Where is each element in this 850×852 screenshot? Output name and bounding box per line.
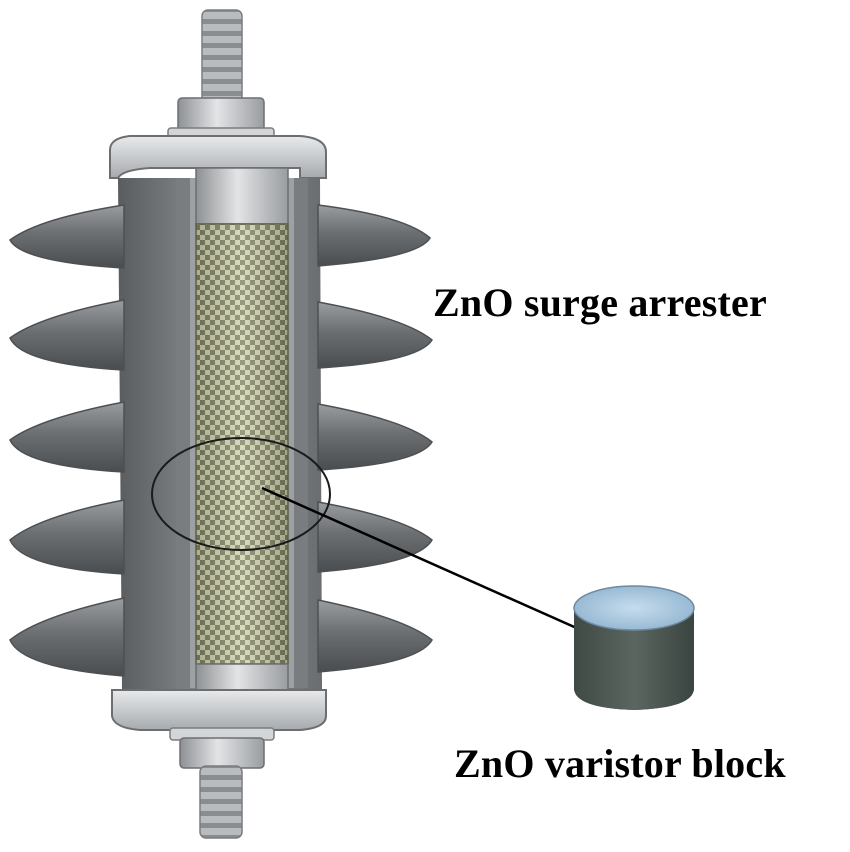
weather-sheds [9, 204, 433, 677]
zoom-ellipse-icon [151, 437, 331, 551]
varistor-block-label: ZnO varistor block [454, 741, 786, 786]
bottom-end-cap [111, 689, 327, 731]
bottom-stud [199, 765, 243, 839]
top-stud [201, 9, 243, 103]
varistor-column [195, 223, 289, 665]
arrester-label: ZnO surge arrester [433, 280, 767, 325]
top-electrode [195, 167, 289, 225]
bottom-nut [169, 727, 275, 769]
callout-line [261, 486, 591, 636]
varistor-block-icon [573, 585, 695, 710]
